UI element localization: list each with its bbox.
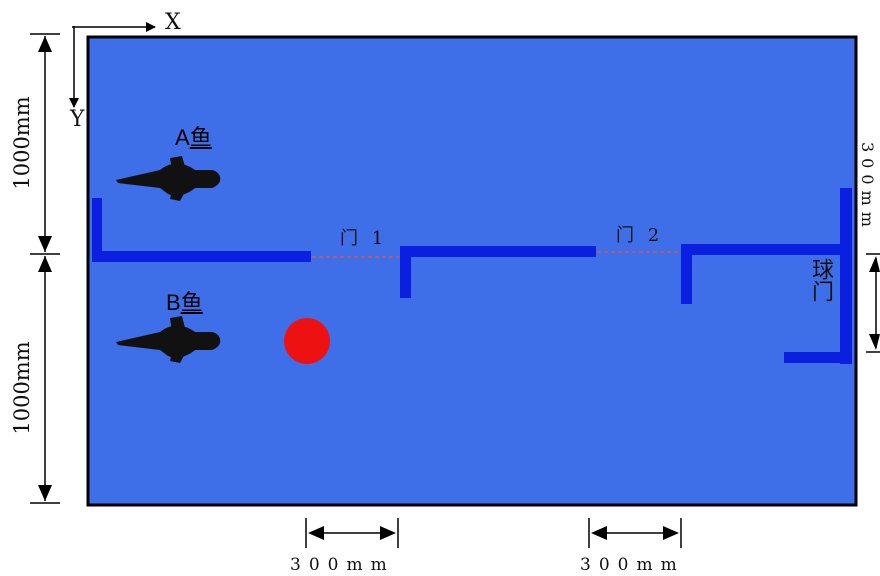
fish-b-label: B鱼 [166, 285, 203, 317]
top-half-dimension: 1000mm [10, 96, 34, 190]
coordinate-axes [69, 22, 156, 108]
middle-divider-wall [400, 246, 596, 257]
y-axis-label: Y [70, 107, 85, 132]
fish-a-prefix: A [175, 125, 190, 150]
gate1-label: 门 1 [340, 228, 388, 249]
gate2-width-dimension: 300mm [580, 555, 685, 575]
ball [284, 318, 330, 364]
gate1-right-wall [400, 246, 411, 298]
x-axis-label: X [165, 10, 181, 35]
right-dimension [866, 253, 880, 353]
pool [86, 35, 858, 507]
goal-width-dimension: 300mm [858, 142, 877, 233]
left-dimension [30, 33, 60, 504]
left-divider-wall [92, 251, 311, 262]
left-wall-stub [92, 198, 102, 258]
fish-a-icon [116, 156, 221, 201]
right-divider-wall [681, 244, 840, 255]
gate2-label: 门 2 [616, 225, 664, 246]
goal-back-wall [840, 188, 852, 364]
walls [92, 188, 852, 364]
fish-a-char: 鱼 [189, 125, 212, 150]
fish-b-icon [116, 316, 221, 363]
gate1-width-dimension: 300mm [290, 555, 395, 575]
goal-bottom-wall [784, 352, 852, 363]
bottom-half-dimension: 1000mm [10, 341, 34, 435]
bottom-dimensions [305, 518, 682, 548]
fish-a-label: A鱼 [175, 120, 212, 152]
fish-b-prefix: B [166, 290, 181, 315]
gate2-right-wall [681, 249, 692, 304]
fish-b-char: 鱼 [180, 290, 203, 315]
goal-label: 球门 [808, 258, 833, 302]
